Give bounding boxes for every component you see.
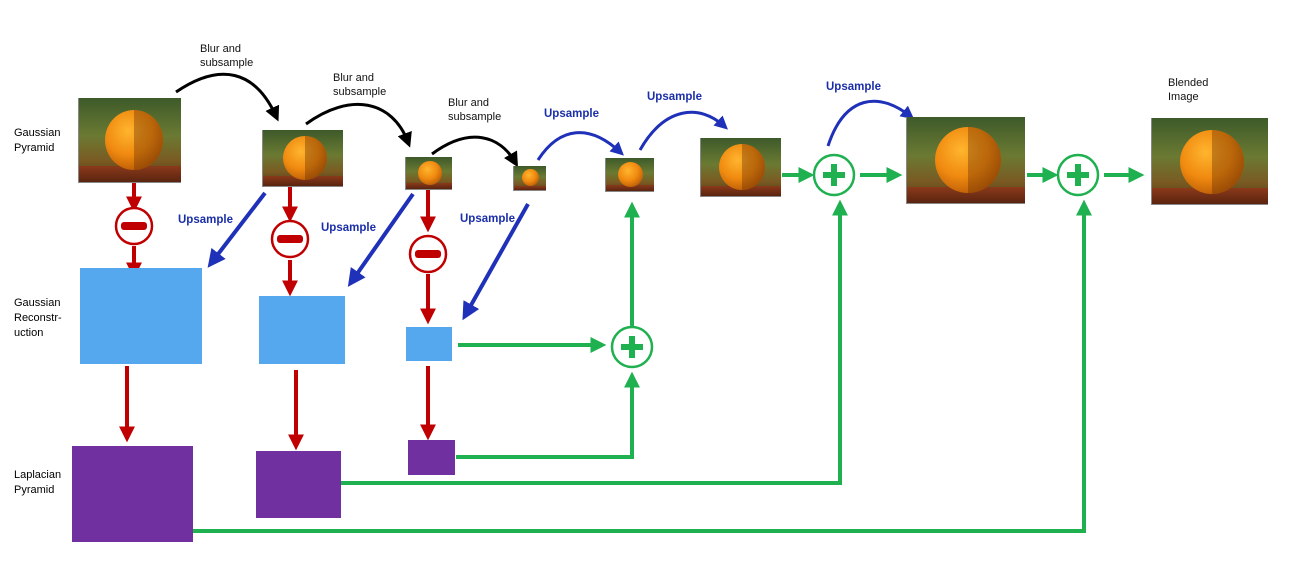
label-gaussian-reconstruction: Gaussian Reconstr- uction — [14, 296, 62, 341]
gaussian-level-2-image — [405, 157, 452, 190]
upsample-arrow-diag-1 — [207, 191, 267, 268]
label-blur-3-line2: subsample — [448, 111, 502, 123]
upsample-arrow-top-1 — [536, 131, 624, 161]
plus-circle-icon — [1056, 153, 1100, 197]
minus-circle-icon — [270, 219, 310, 259]
green-line-lap2-to-add2 — [341, 199, 848, 485]
gaussian-level-0-image — [78, 98, 181, 183]
label-gaussian-reconstruction-line3: uction — [14, 327, 44, 339]
label-gaussian-pyramid-line2: Pyramid — [14, 142, 55, 154]
blur-arrow-3 — [431, 135, 519, 168]
label-blur-2-line2: subsample — [333, 86, 387, 98]
label-laplacian-pyramid: Laplacian Pyramid — [14, 468, 61, 498]
reconstructed-level-2-image — [605, 158, 654, 192]
label-blur-subsample-2: Blur and subsample — [333, 71, 386, 99]
label-gaussian-reconstruction-line1: Gaussian — [14, 297, 61, 309]
label-gaussian-pyramid: Gaussian Pyramid — [14, 126, 60, 156]
label-upsample-diag-1: Upsample — [178, 214, 233, 226]
reconstruction-box-level-0 — [80, 268, 202, 364]
blur-arrow-2 — [305, 102, 412, 148]
reconstructed-level-0-image — [906, 117, 1025, 204]
label-gaussian-reconstruction-line2: Reconstr- — [14, 312, 62, 324]
gaussian-level-1-image — [262, 130, 343, 187]
green-line-lap1-to-add3 — [193, 199, 1092, 533]
label-blur-1-line2: subsample — [200, 57, 254, 69]
upsample-arrow-diag-3 — [462, 203, 530, 321]
laplacian-box-level-2 — [408, 440, 455, 475]
label-blended-image: Blended Image — [1168, 76, 1208, 104]
label-blur-1-line1: Blur and — [200, 43, 241, 55]
blended-image — [1151, 118, 1268, 205]
label-blur-subsample-3: Blur and subsample — [448, 96, 501, 124]
label-blur-2-line1: Blur and — [333, 72, 374, 84]
gaussian-level-3-image — [513, 166, 546, 191]
label-upsample-diag-2: Upsample — [321, 222, 376, 234]
minus-circle-icon — [114, 206, 154, 246]
label-blended-line1: Blended — [1168, 77, 1209, 89]
label-upsample-top-2: Upsample — [647, 91, 702, 103]
label-blur-subsample-1: Blur and subsample — [200, 42, 253, 70]
label-laplacian-pyramid-line2: Pyramid — [14, 484, 55, 496]
green-line-lap3-to-add1 — [456, 371, 640, 459]
label-blur-3-line1: Blur and — [448, 97, 489, 109]
reconstructed-level-1-image — [700, 138, 781, 197]
upsample-arrow-top-2 — [638, 110, 728, 151]
blur-arrow-1 — [175, 72, 280, 122]
laplacian-box-level-0 — [72, 446, 193, 542]
label-upsample-top-1: Upsample — [544, 108, 599, 120]
label-gaussian-pyramid-line1: Gaussian — [14, 127, 61, 139]
label-blended-line2: Image — [1168, 91, 1199, 103]
plus-circle-icon — [812, 153, 856, 197]
minus-circle-icon — [408, 234, 448, 274]
upsample-arrow-top-3 — [826, 99, 915, 147]
reconstruction-box-level-1 — [259, 296, 345, 364]
laplacian-box-level-1 — [256, 451, 341, 518]
reconstruction-box-level-2 — [406, 327, 452, 361]
label-upsample-diag-3: Upsample — [460, 213, 515, 225]
plus-circle-icon — [610, 325, 654, 369]
label-laplacian-pyramid-line1: Laplacian — [14, 469, 62, 481]
upsample-arrow-diag-2 — [347, 192, 415, 287]
label-upsample-top-3: Upsample — [826, 81, 881, 93]
